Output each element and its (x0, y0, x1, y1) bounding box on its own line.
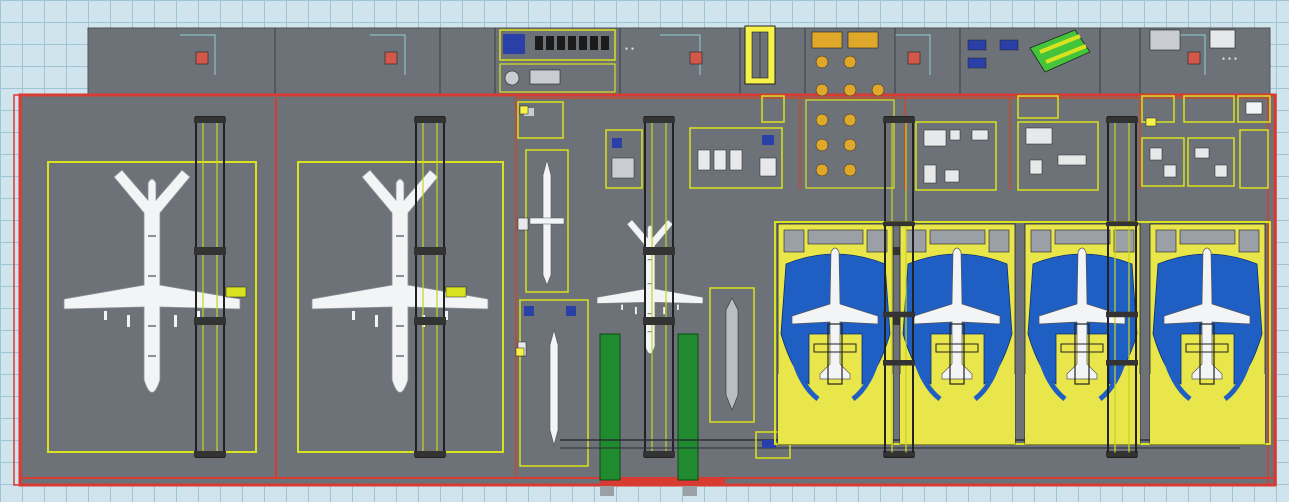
fixture-bays (774, 221, 1271, 458)
fixture-bay-2 (900, 224, 1015, 444)
workstation-icon (697, 135, 777, 177)
annex-strip: ▪ ▪ ▪ ▪ ▪ (87, 25, 1271, 95)
fixture-bay-3 (1025, 224, 1140, 444)
hangar-bay-2 (297, 116, 504, 458)
fixture-bay-1 (778, 224, 893, 444)
workshop-row (689, 55, 1271, 458)
svg-text:▪ ▪: ▪ ▪ (625, 46, 634, 52)
rail-track-icon (599, 333, 699, 481)
fixture-bay-4 (1150, 224, 1265, 444)
hangar-bay-1 (47, 116, 257, 458)
svg-text:▪ ▪ ▪: ▪ ▪ ▪ (1222, 56, 1237, 62)
component-area (517, 101, 589, 467)
